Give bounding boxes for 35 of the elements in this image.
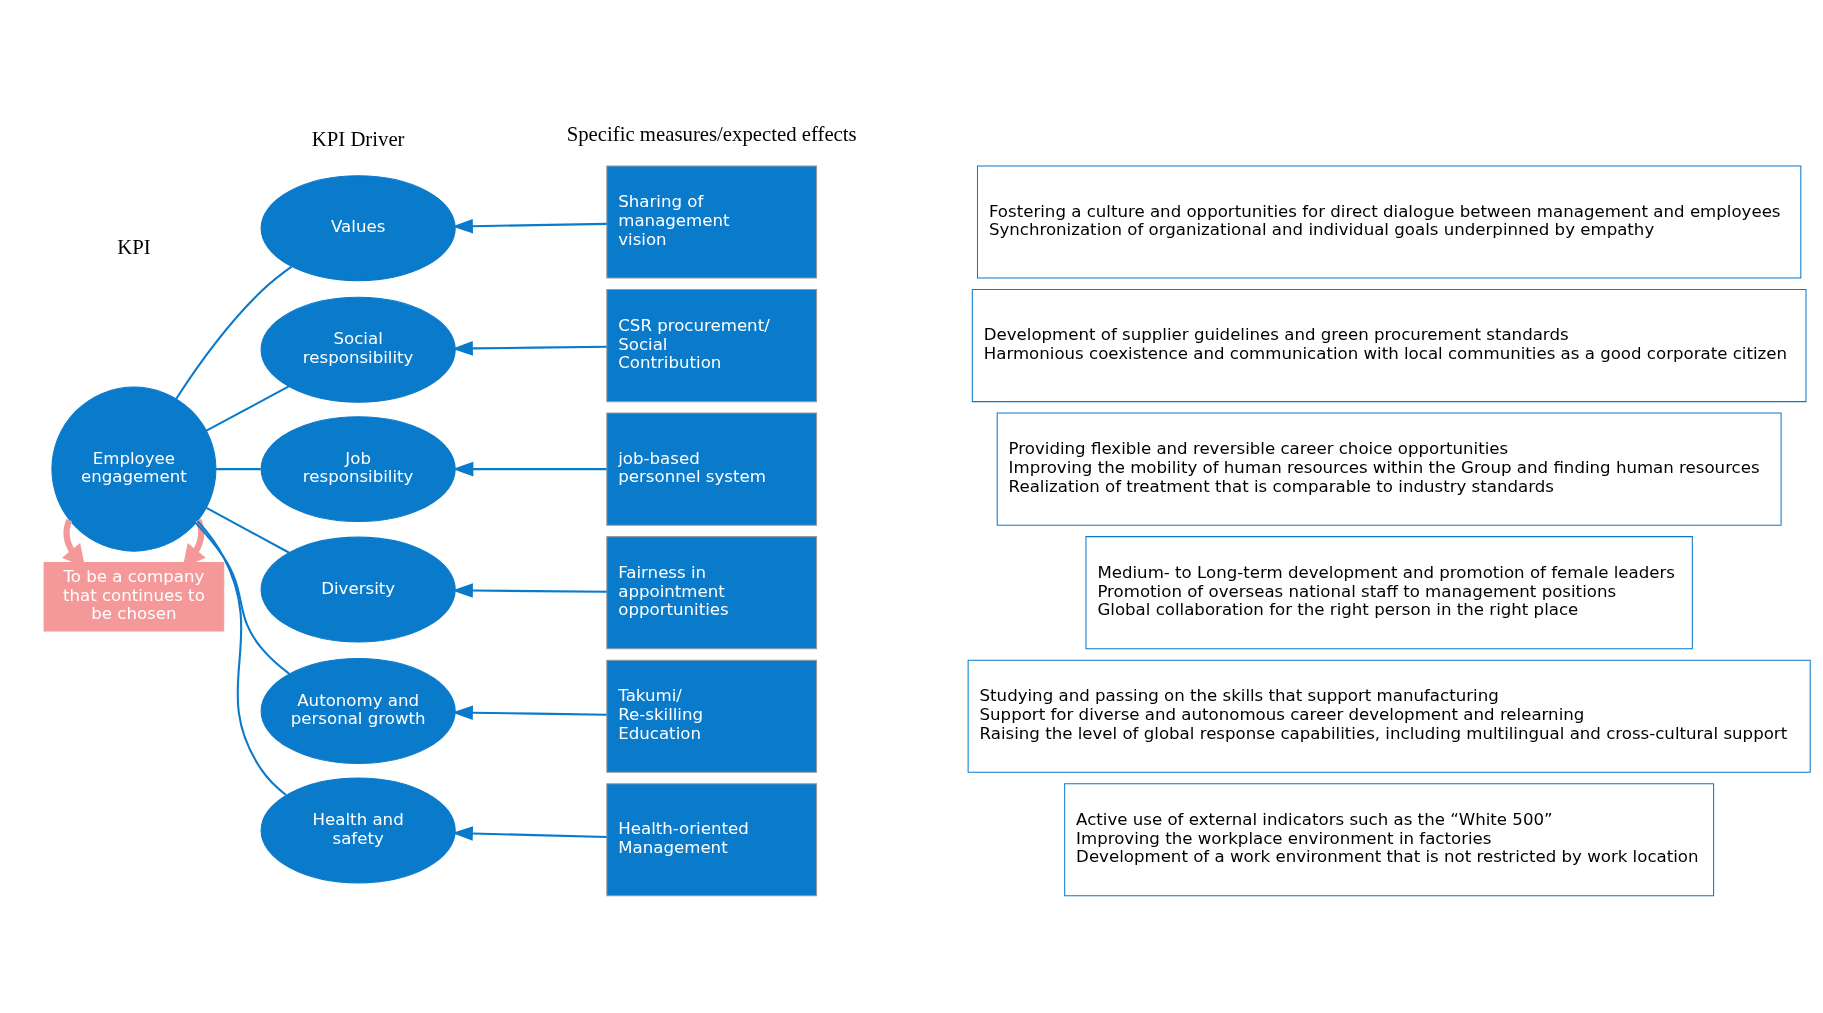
- connector: [175, 265, 293, 400]
- node-circle: Employee engagement: [51, 386, 217, 552]
- node-box: Takumi/ Re-skilling Education: [606, 659, 818, 773]
- node-box: Health-oriented Management: [606, 783, 818, 897]
- node-box: Fairness in appointment opportunities: [606, 536, 818, 650]
- arrow: [452, 826, 607, 841]
- node-box: Development of supplier guidelines and green procurement standards Harmonious coexistence and communication with local communities as a good corporate citizen: [971, 289, 1807, 403]
- connector: [205, 385, 290, 432]
- arrow: [452, 341, 607, 356]
- node-box: Sharing of management vision: [606, 165, 818, 279]
- node-box: Fostering a culture and opportunities for direct dialogue between management and employees Synchronization of organizational and individual goals underpinned by empathy: [976, 165, 1802, 279]
- arrow: [452, 218, 607, 234]
- connector: [196, 520, 287, 796]
- arrow: [452, 583, 607, 598]
- node-ellipse: Autonomy and personal growth: [260, 658, 456, 764]
- label: KPI: [117, 236, 151, 259]
- node-box: Active use of external indicators such as the “White 500” Improving the workplace environment in factories Development of a work environment that is not restricted by work location: [1064, 783, 1715, 897]
- arrow: [452, 705, 607, 720]
- label: Specific measures/expected effects: [566, 123, 857, 146]
- node-ellipse: Job responsibility: [260, 416, 456, 523]
- node-box: CSR procurement/ Social Contribution: [606, 289, 818, 403]
- connector: [195, 522, 290, 675]
- node-box: job-based personnel system: [606, 412, 818, 526]
- label: KPI Driver: [311, 128, 405, 151]
- node-box: Studying and passing on the skills that support manufacturing Support for diverse and autonomous career development and relearning Raising the level of global response capabilities, including multilingual and cross-cultural support: [967, 659, 1811, 773]
- node-box: Providing flexible and reversible career choice opportunities Improving the mobility of human resources within the Group and finding human resources Realization of treatment that is comparable to industry standards: [996, 412, 1782, 526]
- connector: [216, 468, 261, 471]
- node-ellipse: Diversity: [260, 536, 456, 643]
- node-box: Medium- to Long-term development and promotion of female leaders Promotion of overseas national staff to management positions Global collaboration for the right person in the right place: [1085, 536, 1693, 650]
- node-ellipse: Values: [260, 175, 456, 282]
- arrow: [452, 461, 607, 477]
- node-ellipse: Social responsibility: [260, 296, 456, 403]
- node-box: To be a company that continues to be chosen: [43, 562, 225, 632]
- connector: [205, 506, 290, 554]
- node-ellipse: Health and safety: [260, 777, 456, 884]
